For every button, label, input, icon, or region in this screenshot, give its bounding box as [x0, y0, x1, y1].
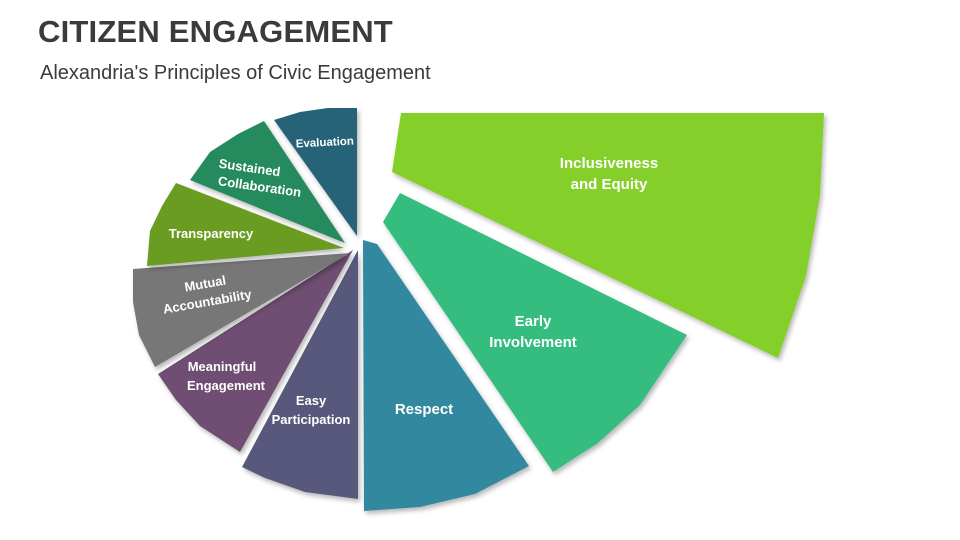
page-subtitle: Alexandria's Principles of Civic Engagem…	[40, 62, 431, 84]
segment-transparency: Transparency	[147, 183, 344, 266]
segment-inclusiveness-equity-label-line2: and Equity	[571, 176, 648, 193]
segment-easy-participation-wedge	[242, 250, 358, 499]
segment-early-involvement-label-line1: Early	[515, 313, 552, 330]
segment-transparency-label: Transparency	[169, 226, 254, 241]
segment-easy-participation-label-line2: Participation	[272, 412, 351, 427]
segment-inclusiveness-equity-label-line1: Inclusiveness	[560, 155, 658, 172]
segment-early-involvement-wedge	[383, 193, 687, 472]
segment-evaluation-wedge	[274, 108, 357, 236]
segment-mutual-accountability: Mutual Accountability	[133, 253, 350, 367]
segment-easy-participation-label-line1: Easy	[296, 393, 327, 408]
segment-meaningful-engagement-label-line2: Engagement	[187, 378, 266, 393]
segment-evaluation: Evaluation	[274, 108, 357, 236]
segment-respect-label: Respect	[395, 401, 453, 418]
segment-meaningful-engagement: Meaningful Engagement	[158, 250, 353, 452]
segment-easy-participation: Easy Participation	[242, 250, 358, 499]
segment-mutual-accountability-wedge	[133, 253, 350, 367]
segment-transparency-wedge	[147, 183, 344, 266]
segment-inclusiveness-equity-wedge	[392, 113, 824, 358]
segment-early-involvement: Early Involvement	[383, 193, 687, 472]
segment-meaningful-engagement-wedge	[158, 250, 353, 452]
segment-inclusiveness-equity: Inclusiveness and Equity	[392, 113, 824, 358]
segment-respect: Respect	[363, 240, 529, 511]
segment-sustained-collaboration-wedge	[190, 121, 345, 243]
segment-respect-wedge	[363, 240, 529, 511]
segment-meaningful-engagement-label-line1: Meaningful	[188, 359, 257, 374]
segment-evaluation-label: Evaluation	[295, 135, 354, 150]
segment-sustained-collaboration: Sustained Collaboration	[190, 121, 345, 243]
page-title: CITIZEN ENGAGEMENT	[38, 14, 393, 49]
segment-mutual-accountability-label-line1: Mutual	[183, 273, 227, 295]
segment-early-involvement-label-line2: Involvement	[489, 334, 577, 351]
